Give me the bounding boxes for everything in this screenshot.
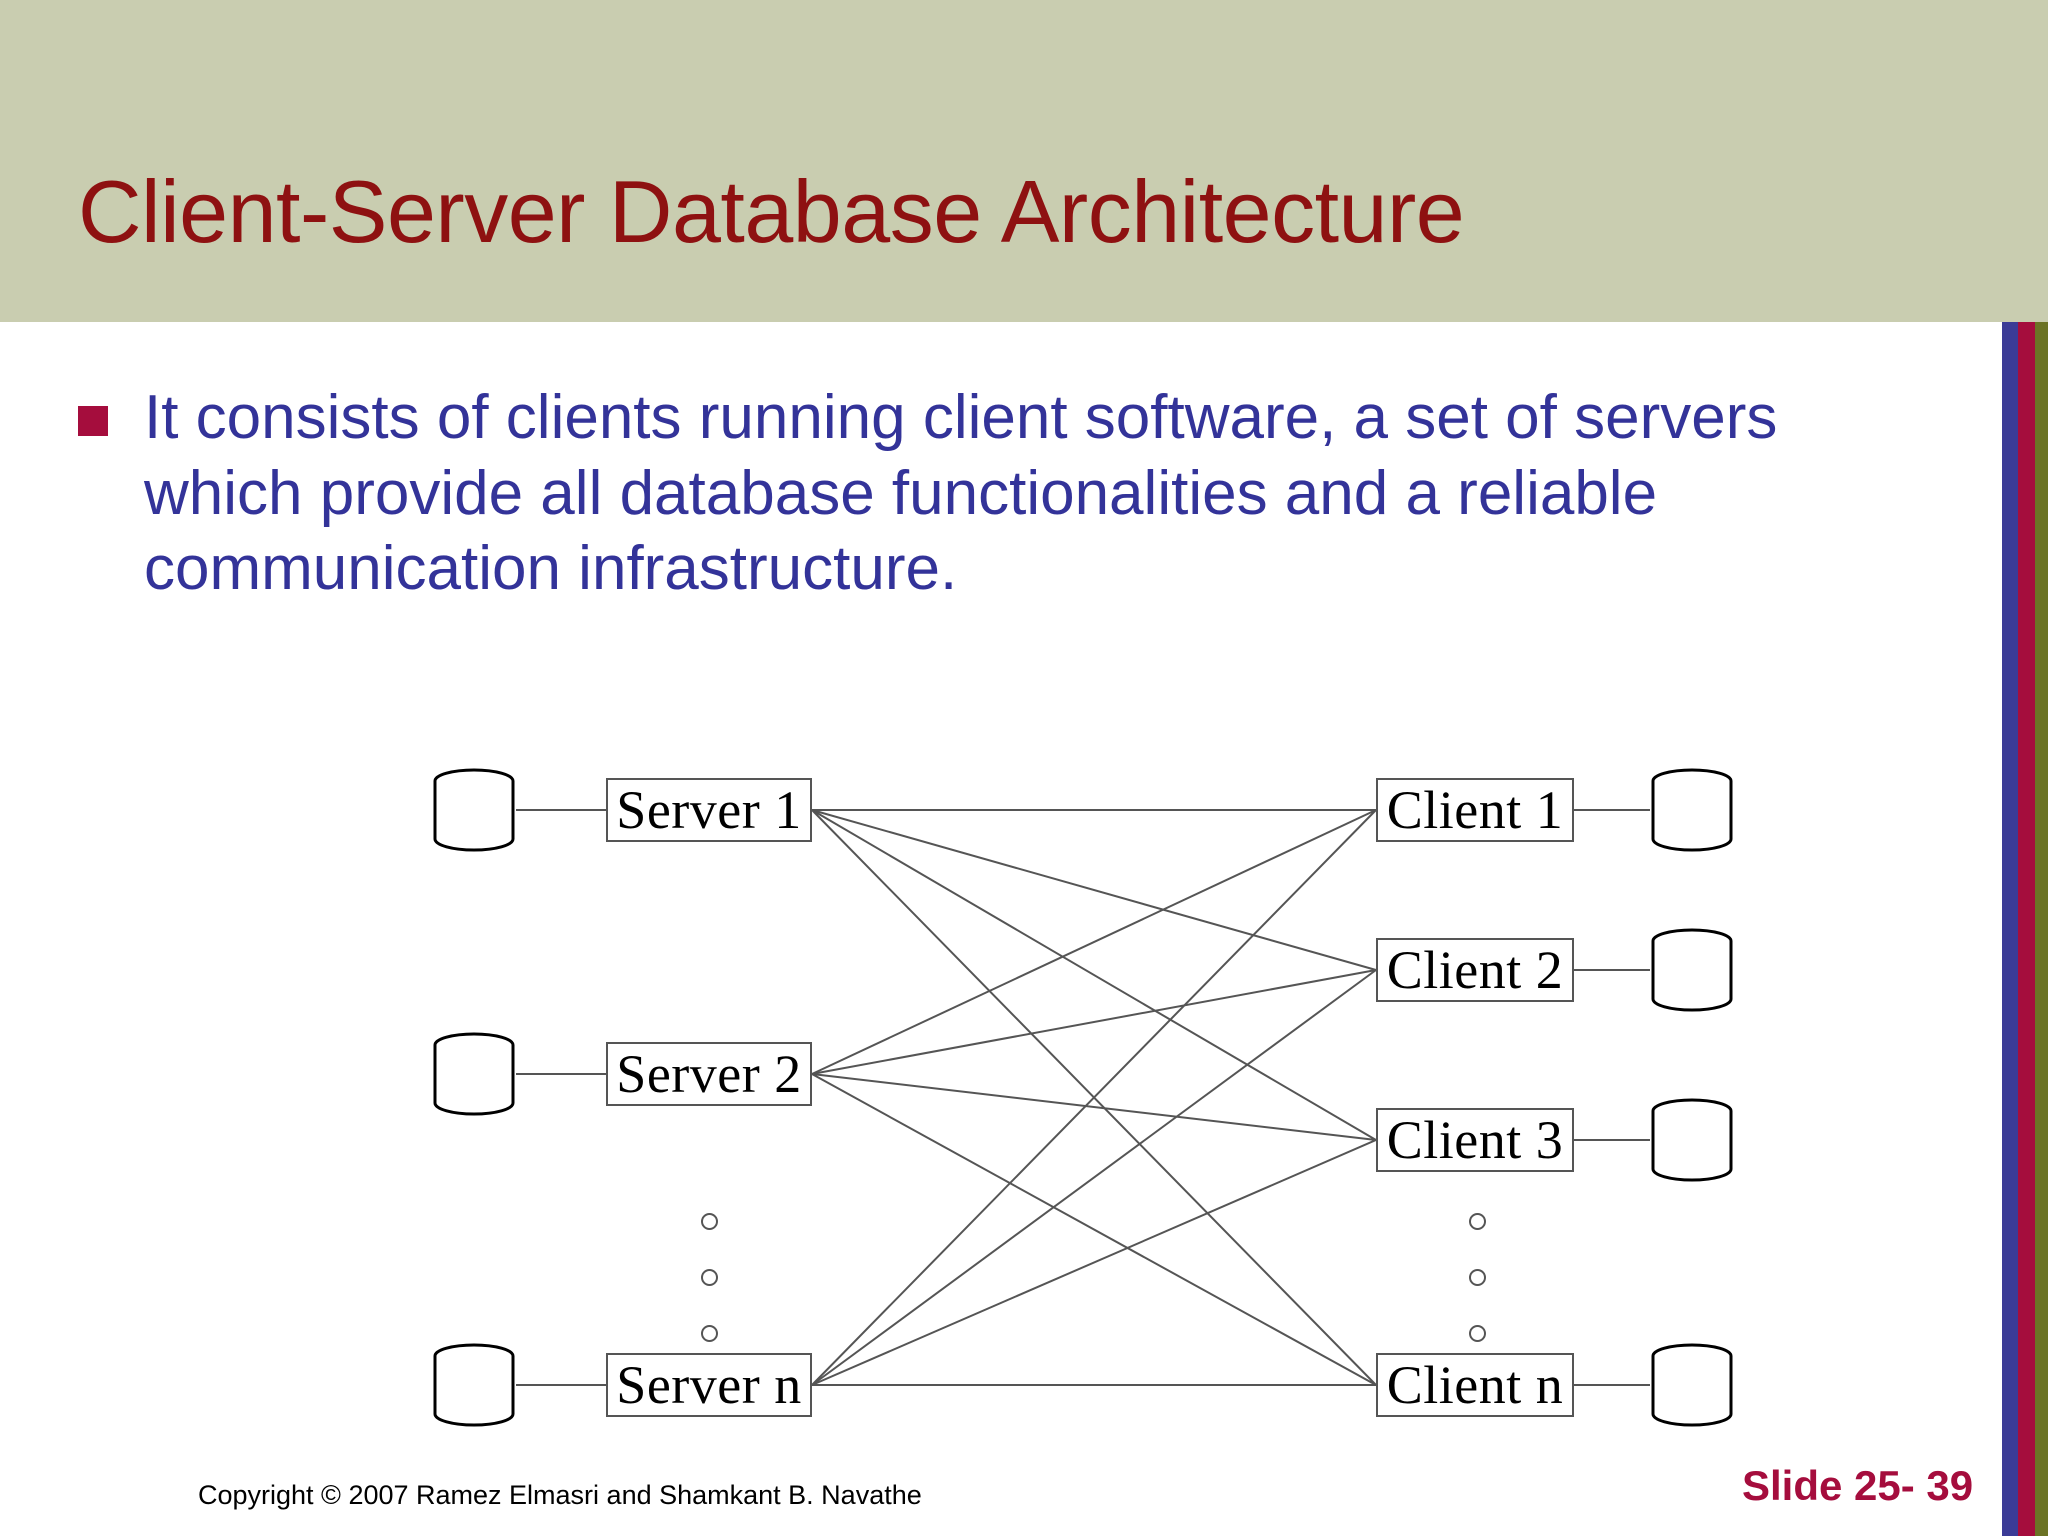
cylinder-database-icon	[433, 1032, 515, 1116]
link-sn-c2	[811, 969, 1377, 1386]
node-server-2[interactable]: Server 2	[606, 1042, 812, 1106]
node-client-3[interactable]: Client 3	[1376, 1108, 1574, 1172]
accent-stripe-red	[2018, 322, 2035, 1536]
link-s2-c1	[811, 809, 1377, 1075]
server-ellipsis-dot	[701, 1269, 718, 1286]
right-accent-stripes	[2002, 322, 2048, 1536]
accent-stripe-blue	[2002, 322, 2018, 1536]
bullet-list: It consists of clients running client so…	[78, 380, 1958, 607]
link-s1-c2	[811, 809, 1377, 971]
bullet-item-label: It consists of clients running client so…	[144, 383, 1778, 604]
link-sn-c3	[811, 1139, 1377, 1386]
server-ellipsis-dot	[701, 1213, 718, 1230]
node-client-n[interactable]: Client n	[1376, 1353, 1574, 1417]
client-ellipsis-dot	[1469, 1213, 1486, 1230]
square-bullet-icon	[78, 406, 108, 436]
accent-stripe-olive	[2035, 322, 2048, 1536]
cylinder-database-icon	[1651, 1343, 1733, 1427]
node-client-1[interactable]: Client 1	[1376, 778, 1574, 842]
list-item: It consists of clients running client so…	[78, 380, 1958, 607]
cylinder-database-icon	[433, 768, 515, 852]
cylinder-database-icon	[433, 1343, 515, 1427]
cylinder-database-icon	[1651, 1098, 1733, 1182]
node-server-1[interactable]: Server 1	[606, 778, 812, 842]
node-server-n[interactable]: Server n	[606, 1353, 812, 1417]
link-s1-c3	[811, 809, 1377, 1141]
cylinder-database-icon	[1651, 928, 1733, 1012]
client-ellipsis-dot	[1469, 1325, 1486, 1342]
cylinder-database-icon	[1651, 768, 1733, 852]
server-ellipsis-dot	[701, 1325, 718, 1342]
client-ellipsis-dot	[1469, 1269, 1486, 1286]
link-s1-cn	[811, 809, 1377, 1386]
link-sn-c1	[811, 809, 1377, 1386]
page-title: Client-Server Database Architecture	[78, 162, 1465, 261]
link-s2-c3	[811, 1073, 1377, 1141]
link-s2-c2	[811, 969, 1377, 1075]
node-client-2[interactable]: Client 2	[1376, 938, 1574, 1002]
slide-number: Slide 25- 39	[1742, 1462, 1974, 1509]
link-s2-cn	[811, 1073, 1377, 1386]
slide-header-band: Client-Server Database Architecture	[0, 0, 2048, 322]
copyright-notice: Copyright © 2007 Ramez Elmasri and Shamk…	[198, 1480, 922, 1510]
